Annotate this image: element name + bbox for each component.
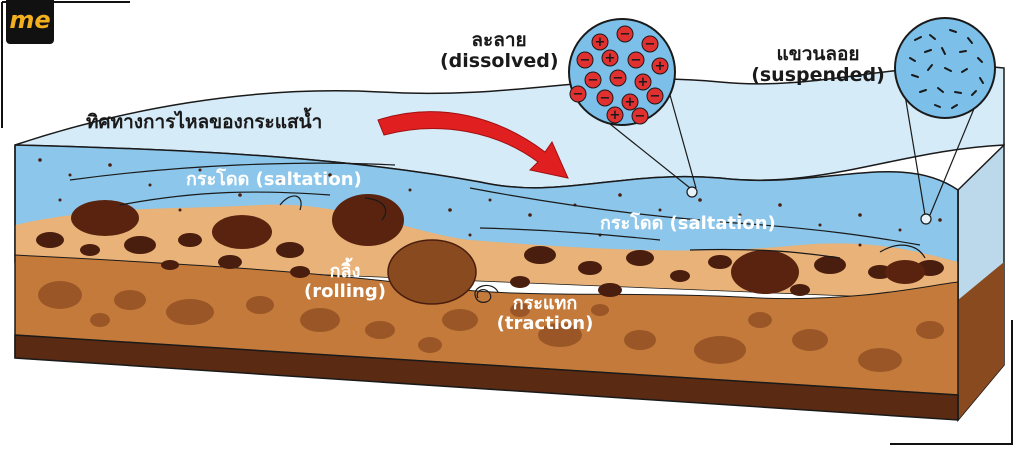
ion — [584, 71, 602, 89]
boulder-4 — [731, 250, 799, 294]
ion — [641, 35, 659, 53]
ion — [591, 33, 609, 51]
ion-charge: + — [638, 75, 649, 90]
traction-label-thai: กระแทก — [512, 293, 578, 314]
soil-stones — [38, 281, 944, 372]
ion — [601, 49, 619, 67]
rolling-boulder — [387, 239, 477, 305]
boulder-1 — [71, 200, 139, 236]
ion — [616, 25, 634, 43]
dissolved-label: ละลาย (dissolved) — [440, 29, 559, 72]
flow-streamlines — [69, 162, 926, 259]
traction-label: กระแทก (traction) — [490, 294, 600, 334]
ion — [646, 87, 664, 105]
brand-logo: me — [6, 0, 54, 44]
suspended-particles — [909, 29, 984, 109]
ion — [631, 107, 649, 125]
flow-direction-label: ทิศทางการไหลของกระแสน้ำ — [86, 111, 323, 133]
ion-charge: − — [650, 89, 661, 104]
ion — [609, 69, 627, 87]
ion — [576, 51, 594, 69]
dissolved-label-english: (dissolved) — [440, 49, 559, 72]
ion — [634, 73, 652, 91]
rolling-label: กลิ้ง (rolling) — [300, 262, 390, 302]
ion-charge: − — [635, 109, 646, 124]
dissolved-ions: +−−−+−+−−+−−+−+− — [569, 25, 669, 125]
ion-charge: − — [580, 53, 591, 68]
block-side-soil — [958, 262, 1004, 420]
rolling-label-english: (rolling) — [304, 280, 386, 302]
flow-direction-arrow — [377, 111, 569, 179]
ion — [606, 106, 624, 124]
ion — [651, 57, 669, 75]
ion-charge: + — [625, 95, 636, 110]
ion-charge: − — [600, 91, 611, 106]
traction-label-english: (traction) — [496, 312, 594, 334]
ion — [569, 85, 587, 103]
ion-charge: + — [595, 35, 606, 50]
ion — [627, 51, 645, 69]
suspended-sample-point — [920, 213, 932, 225]
ion-charge: − — [620, 27, 631, 42]
rolling-label-thai: กลิ้ง — [329, 261, 361, 282]
ion-charge: + — [610, 108, 621, 123]
ion — [596, 89, 614, 107]
dissolved-sample-point — [686, 186, 698, 198]
suspended-label: แขวนลอย (suspended) — [748, 44, 888, 86]
boulder-3 — [332, 194, 404, 246]
dissolved-label-thai: ละลาย — [471, 29, 527, 51]
frame-corner-bottom-right — [890, 320, 1013, 445]
ion-charge: + — [655, 59, 666, 74]
ion-charge: − — [573, 87, 584, 102]
boulder-5 — [885, 260, 925, 284]
ion — [621, 93, 639, 111]
ion-charge: + — [605, 51, 616, 66]
ion-charge: − — [631, 53, 642, 68]
suspended-label-english: (suspended) — [751, 63, 885, 86]
ion-charge: − — [613, 71, 624, 86]
traction-swirl — [474, 284, 499, 303]
saltation-label-left: กระโดด (saltation) — [186, 169, 362, 190]
bed-pebbles — [36, 232, 944, 297]
ion-charge: − — [645, 37, 656, 52]
saltation-label-right: กระโดด (saltation) — [600, 213, 776, 234]
suspended-label-thai: แขวนลอย — [776, 43, 860, 65]
ion-charge: − — [588, 73, 599, 88]
suspended-specks — [38, 158, 942, 247]
boulder-2 — [212, 215, 272, 249]
